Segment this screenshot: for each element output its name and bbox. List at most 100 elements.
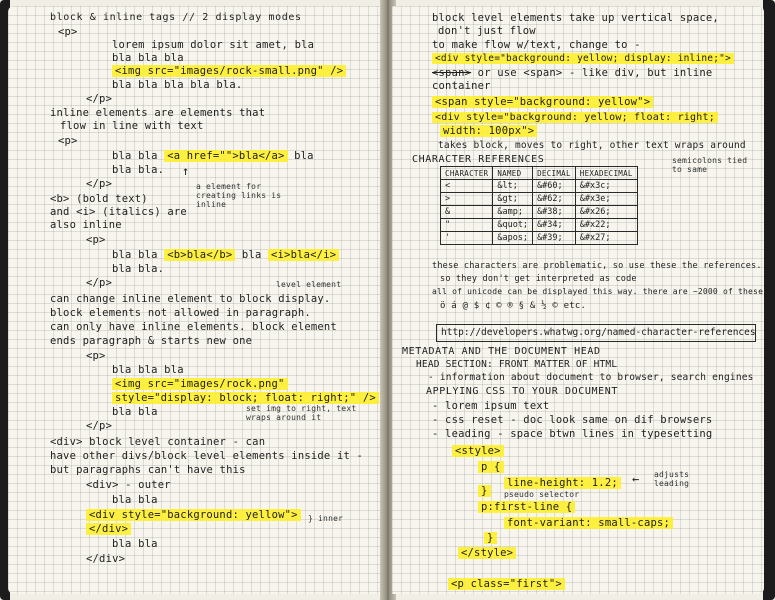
highlighted-code: </style> (458, 547, 517, 559)
code-line: </p> (86, 178, 113, 190)
table-header-row: CHARACTER NAMED DECIMAL HEXADECIMAL (439, 166, 638, 180)
code-line: bla bla bla bla bla. (112, 79, 243, 91)
arrow-icon: ← (632, 472, 640, 486)
table-cell: &#x27; (574, 231, 638, 245)
table-cell: > (439, 192, 494, 206)
highlighted-code: <p class="first"> (448, 578, 565, 590)
note-line: - leading - space btwn lines in typesett… (432, 428, 713, 440)
highlighted-code: <i>bla</i> (268, 249, 340, 261)
column-header: DECIMAL (532, 166, 576, 180)
note-line: but paragraphs can't have this (50, 464, 246, 476)
note-line: ends paragraph & starts new one (50, 335, 253, 347)
inner-annotation: } inner (308, 514, 344, 523)
note-line: don't just flow (438, 25, 536, 37)
note-line: all of unicode can be displayed this way… (432, 287, 764, 296)
table-cell: &#60; (532, 179, 576, 193)
code-line: bla bla. (112, 164, 165, 176)
note-line: inline elements are elements that (50, 107, 266, 119)
notebook-cover-right (763, 0, 775, 600)
code-line: lorem ipsum dolor sit amet, bla (112, 39, 315, 51)
highlighted-code: <img src="images/rock.png" (112, 378, 288, 390)
table-cell: &#39; (532, 231, 576, 245)
note-line: these characters are problematic, so use… (432, 261, 762, 271)
table-cell: &apos; (492, 231, 534, 245)
code-line: <p> (58, 26, 78, 38)
table-cell: ' (439, 231, 494, 245)
left-title: block & inline tags // 2 display modes (50, 12, 302, 23)
link-annotation: a element for creating links is inline (196, 182, 282, 209)
table-cell: &#x3c; (574, 179, 638, 193)
table-cell: &lt; (492, 179, 534, 193)
highlighted-code: <span style="background: yellow"> (432, 96, 654, 108)
code-fragment: bla (287, 150, 314, 162)
table-row: " &quot; &#34; &#x22; (439, 218, 638, 232)
note-line: also inline (50, 219, 122, 231)
highlighted-code: <a href="">bla</a> (164, 150, 288, 162)
code-line: <p> (86, 350, 106, 362)
table-cell: &#x26; (574, 205, 638, 219)
note-line: block level elements take up vertical sp… (432, 12, 719, 24)
leading-annotation: adjusts leading (654, 470, 690, 488)
code-fragment: bla bla (112, 150, 165, 162)
arrow-icon: ↑ (182, 164, 190, 178)
highlighted-code: <div style="background: yellow; float: r… (432, 112, 718, 123)
note-line: block elements not allowed in paragraph. (50, 307, 311, 319)
highlighted-code: } (484, 532, 497, 544)
note-line: <b> (bold text) (50, 193, 148, 205)
note-line: to make flow w/text, change to - (432, 39, 641, 51)
code-line: <div> - outer (86, 479, 171, 491)
semicolon-annotation: semicolons tied to same (672, 156, 748, 174)
table-cell: &#34; (532, 218, 576, 232)
code-line: bla bla <b>bla</b> bla <i>bla</i> (112, 249, 340, 261)
table-row: > &gt; &#62; &#x3e; (439, 192, 638, 206)
code-line: bla bla bla (112, 364, 184, 376)
highlighted-code: font-variant: small-caps; (504, 517, 674, 529)
highlighted-code: </div> (86, 523, 132, 535)
note-line: - css reset - doc look same on dif brows… (432, 414, 713, 426)
code-line: </p> (86, 277, 113, 289)
left-page: block & inline tags // 2 display modes <… (8, 6, 384, 594)
code-line: bla bla bla (112, 52, 184, 64)
highlighted-code: <div style="background: yellow"> (86, 509, 301, 521)
notebook-cover-left (0, 0, 10, 600)
highlighted-code: p:first-line { (478, 501, 576, 513)
highlighted-code: style="display: block; float: right;" /> (112, 392, 379, 404)
table-cell: < (439, 179, 494, 193)
note-line: have other divs/block level elements ins… (50, 450, 364, 462)
highlighted-code: p { (478, 461, 504, 473)
note-line: ö á @ $ ¢ © ® § & ½ © etc. (440, 301, 587, 311)
highlighted-code: } (478, 485, 491, 497)
note-line: and <i> (italics) are (50, 206, 187, 218)
table-row: & &amp; &#38; &#x26; (439, 205, 638, 219)
highlighted-code: <img src="images/rock-small.png" /> (112, 65, 347, 77)
code-line: bla bla (112, 494, 158, 506)
table-cell: " (439, 218, 494, 232)
column-header: HEXADECIMAL (574, 166, 638, 180)
struck-code: <span> (432, 67, 472, 79)
code-fragment: bla bla (112, 249, 165, 261)
note-line: HEAD SECTION: FRONT MATTER OF HTML (416, 359, 618, 370)
highlighted-code: <style> (452, 445, 504, 457)
code-fragment: bla (235, 249, 269, 261)
table-cell: &amp; (492, 205, 534, 219)
table-cell: & (439, 205, 494, 219)
code-line: <p> (86, 234, 106, 246)
level-annotation: level element (276, 280, 342, 289)
img-annotation: set img to right, text wraps around it (246, 404, 357, 422)
code-line: bla bla. (112, 263, 165, 275)
url-box: http://developers.whatwg.org/named-chara… (436, 324, 756, 342)
note-line: flow in line with text (60, 120, 204, 132)
code-line: bla bla <a href="">bla</a> bla (112, 150, 314, 162)
highlighted-code: line-height: 1.2; (504, 477, 621, 489)
code-line: <p> (58, 135, 78, 147)
table-cell: &#x22; (574, 218, 638, 232)
table-cell: &quot; (492, 218, 534, 232)
code-line: bla bla (112, 538, 158, 550)
code-line: </p> (86, 420, 113, 432)
note-fragment: or use <span> - like div, but inline (477, 67, 713, 79)
note-line: can only have inline elements. block ele… (50, 321, 337, 333)
section-heading: CHARACTER REFERENCES (412, 154, 545, 165)
highlighted-code: <b>bla</b> (164, 249, 236, 261)
note-line: takes block, moves to right, other text … (438, 140, 746, 151)
